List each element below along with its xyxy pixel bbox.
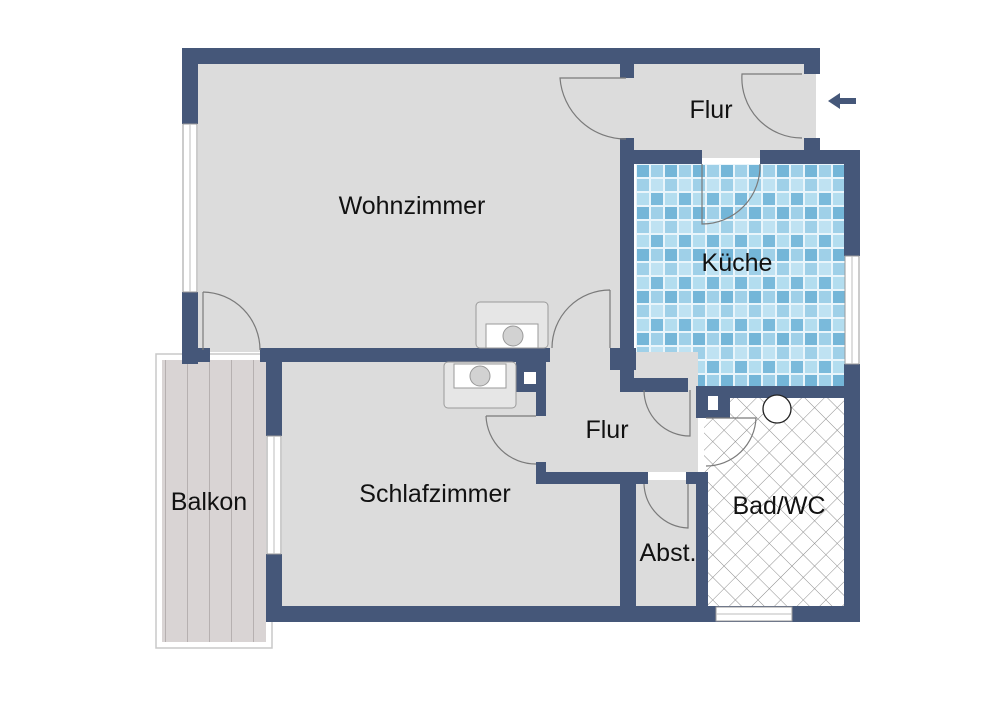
toilet-icon	[762, 394, 792, 424]
door-kueche-flur-mid	[643, 389, 691, 437]
door-abst	[643, 483, 689, 529]
floor-wohnzimmer	[198, 62, 626, 352]
room-label-flur-mid: Flur	[585, 416, 628, 444]
room-label-bad: Bad/WC	[732, 492, 825, 520]
floor-flur-mid	[526, 352, 698, 472]
walls	[182, 48, 860, 622]
floor-flur-top	[626, 62, 816, 158]
room-label-flur-top: Flur	[689, 96, 732, 124]
room-label-balkon: Balkon	[171, 488, 247, 516]
door-kueche	[701, 163, 761, 225]
door-schlafzimmer	[485, 415, 537, 465]
door-entrance	[741, 73, 803, 139]
door-wohnzimmer-flur	[559, 77, 627, 140]
arrow-left-icon	[828, 93, 856, 109]
door-wohnzimmer-flur-mid	[551, 289, 611, 349]
room-label-abst: Abst.	[640, 539, 697, 567]
door-bad	[705, 417, 757, 467]
room-label-kueche: Küche	[702, 249, 773, 277]
room-label-wohnzimmer: Wohnzimmer	[339, 192, 486, 220]
room-label-schlafzimmer: Schlafzimmer	[359, 480, 510, 508]
doors	[202, 73, 803, 529]
washing-machine	[443, 361, 517, 409]
floor-balkon	[162, 360, 266, 642]
floor-bad	[704, 392, 848, 608]
door-balkon	[202, 291, 261, 351]
stove-appliance	[475, 301, 549, 349]
